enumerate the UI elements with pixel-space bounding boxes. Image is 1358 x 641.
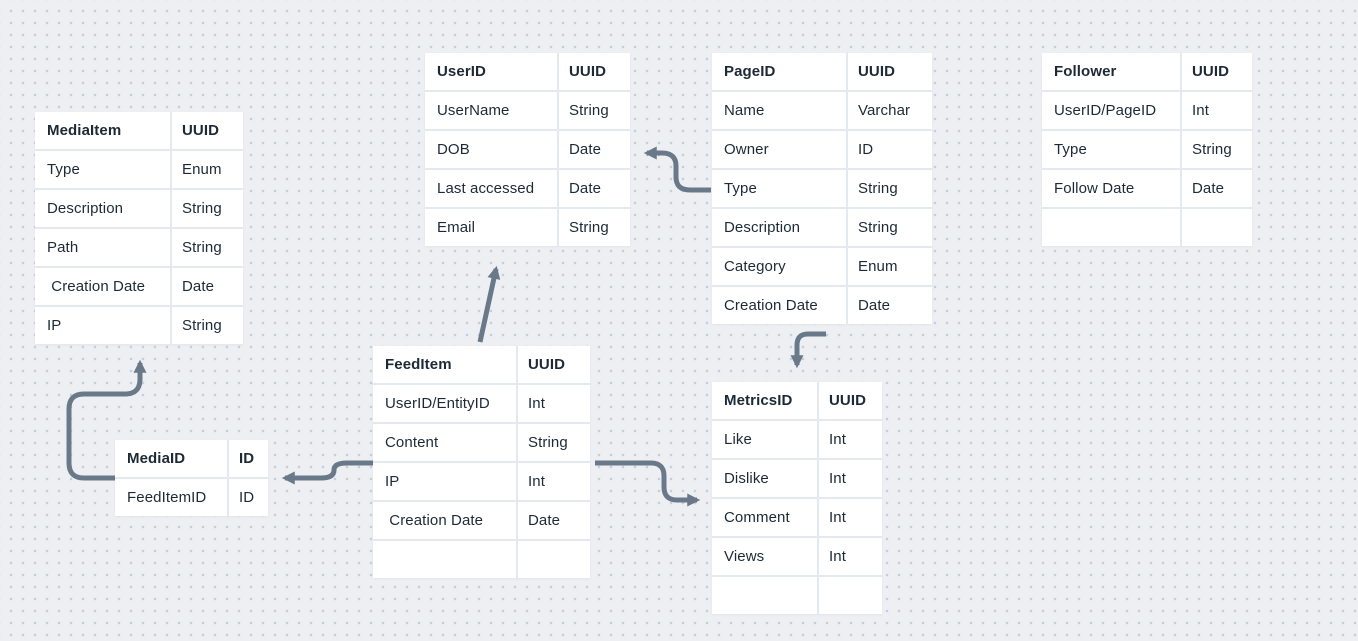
field-type-cell[interactable] <box>518 541 590 578</box>
field-type-cell[interactable]: Date <box>172 268 243 305</box>
field-name-cell[interactable]: Description <box>712 209 846 246</box>
field-type-cell[interactable]: String <box>848 209 932 246</box>
field-type-cell[interactable]: Date <box>559 131 630 168</box>
table-title[interactable]: MediaID <box>115 440 227 477</box>
field-name-cell[interactable]: UserID/EntityID <box>373 385 516 422</box>
field-type-cell[interactable]: Enum <box>848 248 932 285</box>
field-name-cell[interactable]: Comment <box>712 499 817 536</box>
field-name-cell[interactable]: Like <box>712 421 817 458</box>
field-name-cell[interactable]: Content <box>373 424 516 461</box>
field-name-cell[interactable]: Type <box>712 170 846 207</box>
field-type-cell[interactable]: Int <box>518 463 590 500</box>
arrow-pageid-to-userid[interactable] <box>643 146 711 193</box>
field-type-cell[interactable]: String <box>172 190 243 227</box>
arrow-pageid-to-metricsid[interactable] <box>790 331 826 369</box>
arrow-feeditem-to-mediaid[interactable] <box>281 460 373 485</box>
field-type-cell[interactable]: String <box>518 424 590 461</box>
table-title[interactable]: UserID <box>425 53 557 90</box>
field-type-cell[interactable]: Date <box>518 502 590 539</box>
field-name-cell[interactable]: Type <box>35 151 170 188</box>
field-type-cell[interactable]: Int <box>819 499 882 536</box>
field-name-cell[interactable]: Creation Date <box>373 502 516 539</box>
table-key-type[interactable]: UUID <box>819 382 882 419</box>
field-type-cell[interactable]: ID <box>229 479 268 516</box>
field-name-cell[interactable]: IP <box>373 463 516 500</box>
field-type-cell[interactable]: String <box>559 209 630 246</box>
field-name-cell[interactable]: Path <box>35 229 170 266</box>
field-type-cell[interactable]: Date <box>1182 170 1252 207</box>
field-type-cell[interactable]: String <box>172 307 243 344</box>
field-name-cell[interactable]: Dislike <box>712 460 817 497</box>
field-name-cell[interactable]: DOB <box>425 131 557 168</box>
field-name-cell[interactable]: UserName <box>425 92 557 129</box>
table-key-type[interactable]: UUID <box>518 346 590 383</box>
table-title[interactable]: MetricsID <box>712 382 817 419</box>
arrow-feeditem-to-userid[interactable] <box>477 265 501 343</box>
table-title[interactable]: Follower <box>1042 53 1180 90</box>
arrow-mediaid-to-mediaitem[interactable] <box>66 359 147 481</box>
field-name-cell[interactable] <box>373 541 516 578</box>
field-type-cell[interactable]: String <box>1182 131 1252 168</box>
field-type-cell[interactable]: ID <box>848 131 932 168</box>
table-title[interactable]: PageID <box>712 53 846 90</box>
field-type-cell[interactable]: Date <box>848 287 932 324</box>
field-type-cell[interactable] <box>1182 209 1252 246</box>
arrow-feeditem-to-metricsid[interactable] <box>595 460 701 507</box>
field-name-cell[interactable]: Type <box>1042 131 1180 168</box>
table-title[interactable]: MediaItem <box>35 112 170 149</box>
table-key-type[interactable]: UUID <box>1182 53 1252 90</box>
field-type-cell[interactable]: String <box>848 170 932 207</box>
table-key-type[interactable]: UUID <box>848 53 932 90</box>
field-name-cell[interactable]: Creation Date <box>712 287 846 324</box>
field-type-cell[interactable]: Date <box>559 170 630 207</box>
table-key-type[interactable]: UUID <box>559 53 630 90</box>
field-type-cell[interactable]: Int <box>819 460 882 497</box>
field-name-cell[interactable]: Views <box>712 538 817 575</box>
field-type-cell[interactable]: Int <box>819 538 882 575</box>
field-type-cell[interactable]: String <box>172 229 243 266</box>
field-name-cell[interactable]: Email <box>425 209 557 246</box>
field-type-cell[interactable]: Int <box>1182 92 1252 129</box>
table-key-type[interactable]: ID <box>229 440 268 477</box>
field-type-cell[interactable] <box>819 577 882 614</box>
field-name-cell[interactable]: Creation Date <box>35 268 170 305</box>
field-name-cell[interactable] <box>1042 209 1180 246</box>
field-name-cell[interactable]: Name <box>712 92 846 129</box>
field-name-cell[interactable]: FeedItemID <box>115 479 227 516</box>
field-name-cell[interactable]: Follow Date <box>1042 170 1180 207</box>
field-name-cell[interactable]: Category <box>712 248 846 285</box>
field-name-cell[interactable]: UserID/PageID <box>1042 92 1180 129</box>
field-name-cell[interactable]: Last accessed <box>425 170 557 207</box>
field-type-cell[interactable]: Int <box>819 421 882 458</box>
field-name-cell[interactable]: Description <box>35 190 170 227</box>
field-type-cell[interactable]: Enum <box>172 151 243 188</box>
table-key-type[interactable]: UUID <box>172 112 243 149</box>
table-title[interactable]: FeedItem <box>373 346 516 383</box>
field-type-cell[interactable]: Int <box>518 385 590 422</box>
field-name-cell[interactable] <box>712 577 817 614</box>
field-type-cell[interactable]: Varchar <box>848 92 932 129</box>
field-name-cell[interactable]: IP <box>35 307 170 344</box>
field-type-cell[interactable]: String <box>559 92 630 129</box>
field-name-cell[interactable]: Owner <box>712 131 846 168</box>
